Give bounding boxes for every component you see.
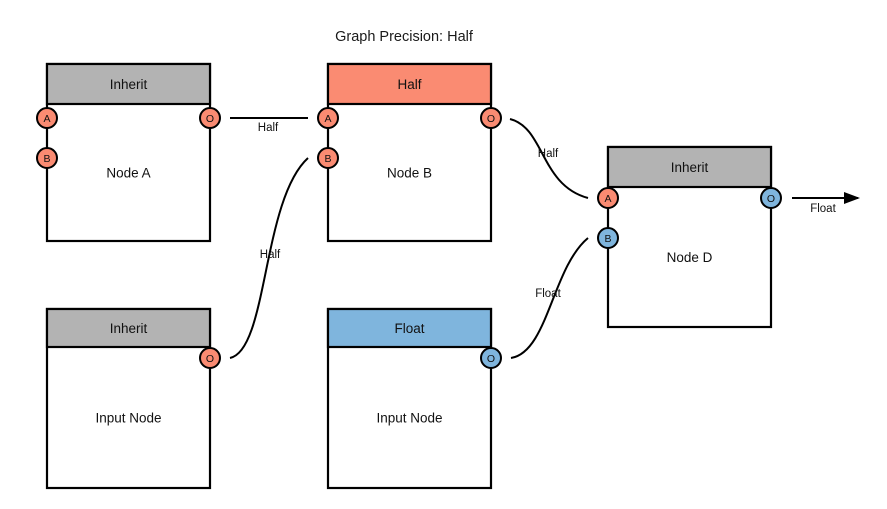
- edge-edge-input-inherit-to-b-b[interactable]: [229, 157, 309, 359]
- input-port-b[interactable]: B: [36, 147, 58, 169]
- port-circle-icon[interactable]: [199, 107, 221, 129]
- port-label: O: [487, 113, 495, 125]
- ports-layer: A B O A B O A B O O O: [36, 107, 782, 369]
- port-label: O: [767, 193, 775, 205]
- node-title: Input Node: [376, 411, 442, 426]
- edges-layer: [229, 117, 860, 359]
- port-label: A: [43, 113, 50, 125]
- port-label: O: [487, 353, 495, 365]
- port-label: A: [604, 193, 611, 205]
- port-circle-icon[interactable]: [480, 107, 502, 129]
- node-header-label: Inherit: [671, 160, 709, 175]
- input-port-b[interactable]: B: [597, 227, 619, 249]
- output-port-o[interactable]: O: [760, 187, 782, 209]
- port-circle-icon[interactable]: [317, 107, 339, 129]
- node-header-inherit[interactable]: [45, 62, 212, 106]
- node-header-float[interactable]: [326, 307, 493, 349]
- input-port-b[interactable]: B: [317, 147, 339, 169]
- port-circle-icon[interactable]: [480, 347, 502, 369]
- page-title: Graph Precision: Half: [335, 29, 474, 45]
- node-header-half[interactable]: [326, 62, 493, 106]
- node-header-label: Inherit: [110, 321, 148, 336]
- node-title: Node B: [387, 166, 432, 181]
- edge-edge-input-float-to-d-b[interactable]: [510, 237, 589, 359]
- port-label: A: [324, 113, 331, 125]
- port-circle-icon[interactable]: [36, 107, 58, 129]
- output-port-o[interactable]: O: [480, 347, 502, 369]
- edge-label-edge-input-float-to-d-b: Float: [535, 288, 561, 300]
- node-header-label: Inherit: [110, 77, 148, 92]
- port-circle-icon[interactable]: [597, 227, 619, 249]
- port-circle-icon[interactable]: [597, 187, 619, 209]
- node-header-label: Float: [394, 321, 424, 336]
- input-port-a[interactable]: A: [317, 107, 339, 129]
- port-circle-icon[interactable]: [317, 147, 339, 169]
- edge-edge-b-to-d-a[interactable]: [509, 118, 589, 199]
- port-label: B: [43, 153, 50, 165]
- port-label: B: [324, 153, 331, 165]
- port-label: O: [206, 113, 214, 125]
- output-port-o[interactable]: O: [480, 107, 502, 129]
- output-port-o[interactable]: O: [199, 107, 221, 129]
- node-header-label: Half: [397, 77, 421, 92]
- port-circle-icon[interactable]: [760, 187, 782, 209]
- node-title: Input Node: [95, 411, 161, 426]
- port-label: O: [206, 353, 214, 365]
- input-port-a[interactable]: A: [36, 107, 58, 129]
- edge-label-edge-input-inherit-to-b-b: Half: [260, 249, 281, 261]
- edge-label-edge-d-output: Float: [810, 203, 836, 215]
- input-port-a[interactable]: A: [597, 187, 619, 209]
- edge-label-edge-b-to-d-a: Half: [538, 148, 559, 160]
- node-header-inherit[interactable]: [45, 307, 212, 349]
- output-port-o[interactable]: O: [199, 347, 221, 369]
- edge-label-edge-a-to-b: Half: [258, 122, 279, 134]
- port-circle-icon[interactable]: [36, 147, 58, 169]
- port-circle-icon[interactable]: [199, 347, 221, 369]
- node-title: Node A: [106, 166, 150, 181]
- port-label: B: [604, 233, 611, 245]
- node-title: Node D: [667, 250, 713, 265]
- node-header-inherit[interactable]: [606, 145, 773, 189]
